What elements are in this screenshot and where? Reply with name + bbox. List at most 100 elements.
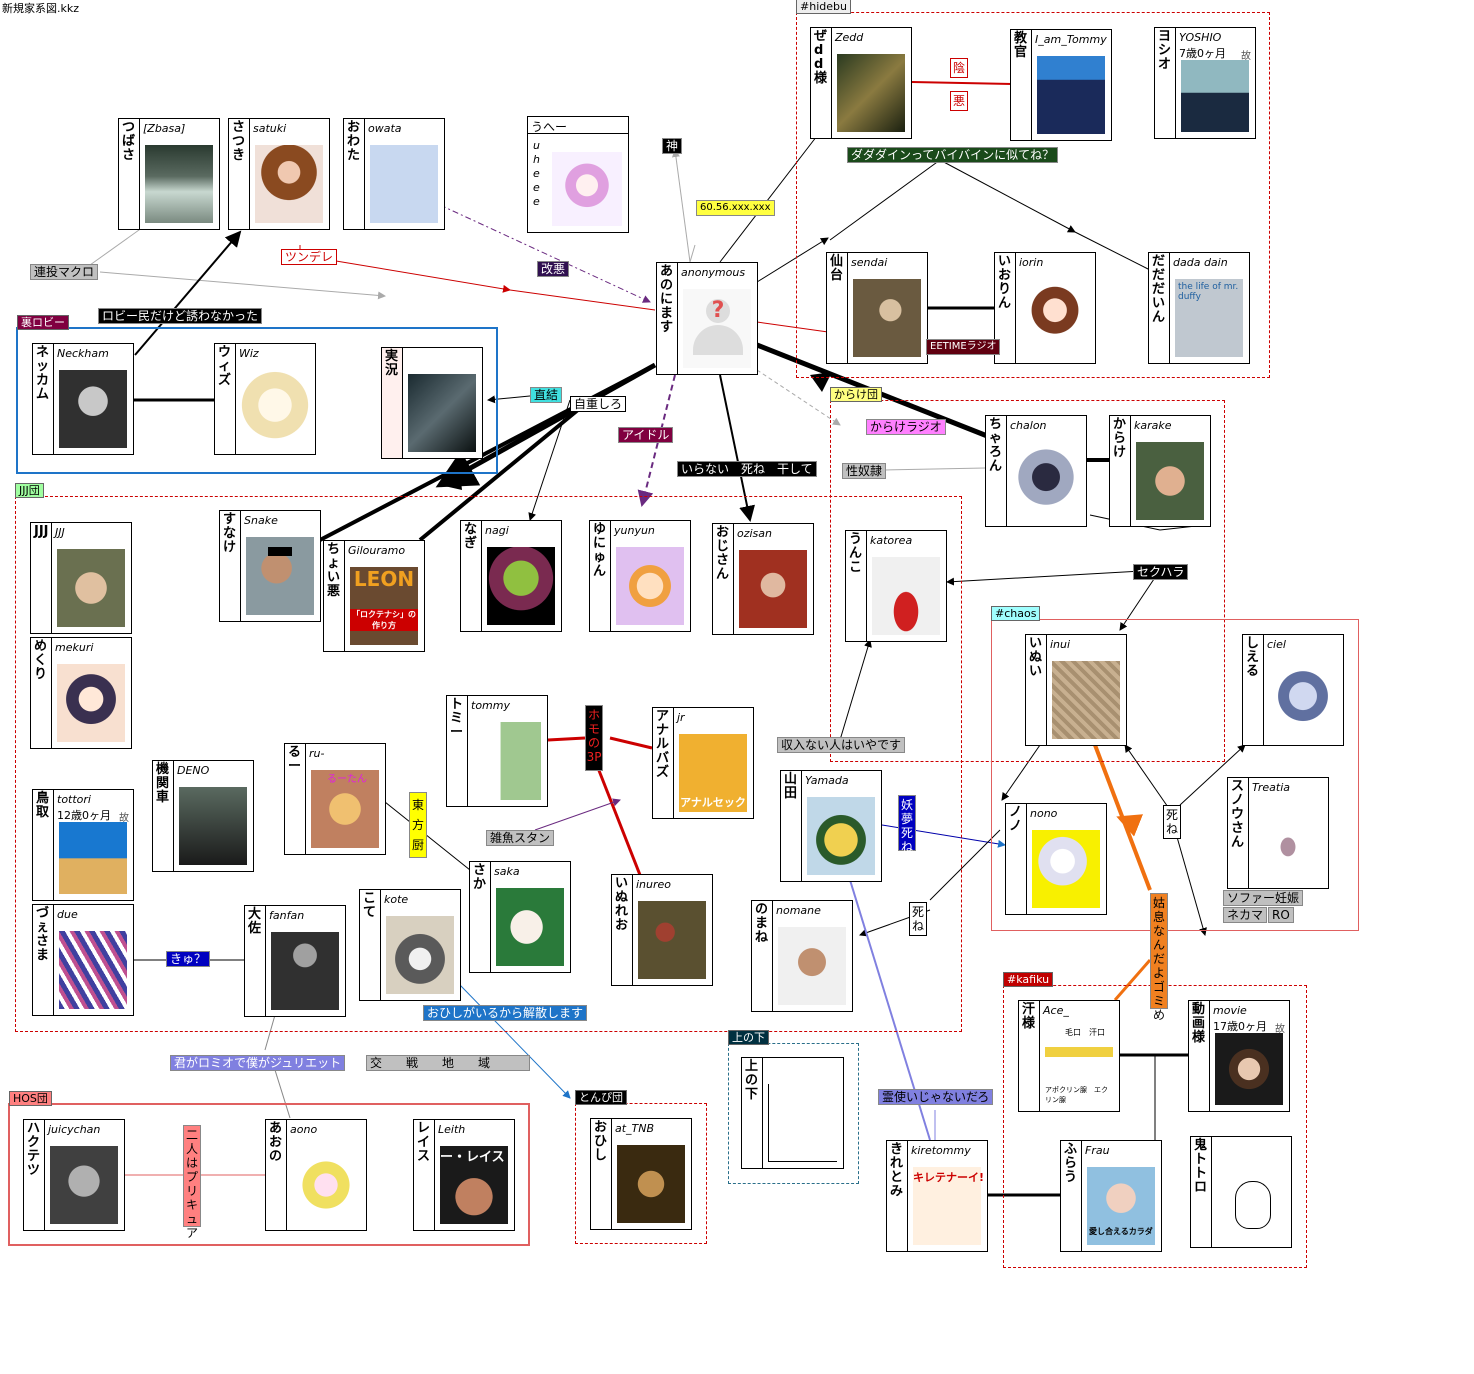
person-handle: chalon (1010, 419, 1047, 432)
group-chaos: #chaos (991, 606, 1359, 931)
person-card-jikkyo[interactable]: 実況 (381, 347, 483, 459)
person-card-uenoshita[interactable]: 上の下 (741, 1057, 844, 1169)
person-handle: satuki (253, 122, 287, 135)
comic-face-image: キレテナーイ! (913, 1167, 985, 1245)
person-card-kiretommy[interactable]: きれとみ kiretommy キレテナーイ! (886, 1140, 988, 1252)
person-card-frau[interactable]: ふらう Frau 愛し合えるカラダ (1060, 1140, 1162, 1252)
person-card-wiz[interactable]: ウィズ Wiz (214, 343, 316, 455)
person-card-aono[interactable]: あおの aono (265, 1119, 367, 1231)
label-kyu: きゅ？ (166, 951, 211, 967)
person-card-yamada[interactable]: 山田 Yamada (780, 770, 882, 882)
person-card-ozisan[interactable]: おじさん ozisan (712, 523, 814, 635)
person-card-dadadain[interactable]: だだだいん dada dain the life of mr. duffy (1148, 252, 1250, 364)
person-card-saka[interactable]: さか saka (469, 861, 571, 973)
anime-girl-image (616, 547, 684, 625)
person-card-due[interactable]: づぇさま due (32, 904, 134, 1016)
label-precure: 二人はプリキュア (183, 1125, 201, 1240)
person-card-nomane[interactable]: のまね nomane (751, 900, 853, 1012)
image-caption: キレテナーイ! (913, 1171, 985, 1184)
person-card-katorea[interactable]: うんこ katorea (845, 530, 947, 642)
person-card-yoshio[interactable]: ヨシオ YOSHIO 7歳0ヶ月 故 (1154, 27, 1256, 139)
anime-girl-image (1021, 279, 1089, 357)
person-handle: JJJ (55, 526, 65, 539)
person-card-kyokan[interactable]: 教官 I_am_Tommy (1010, 29, 1112, 141)
person-card-kote[interactable]: こて kote (359, 889, 461, 1001)
noh-mask-image (496, 888, 564, 966)
group-tag: 裏ロビー (17, 315, 69, 330)
person-age: 7歳0ヶ月 (1179, 47, 1226, 60)
person-handle: tottori (57, 793, 91, 806)
person-card-nono[interactable]: ノノ nono (1005, 803, 1107, 915)
person-card-iorin[interactable]: いおりん iorin (994, 252, 1096, 364)
person-name: ゆにゅん (593, 522, 607, 579)
person-name: 教官 (1014, 31, 1028, 60)
person-card-inureo[interactable]: いぬれお inureo (611, 874, 713, 986)
person-card-tommy[interactable]: トミー tommy (446, 695, 548, 807)
person-card-chalon[interactable]: ちゃろん chalon (985, 415, 1087, 527)
locomotive-image (179, 787, 247, 865)
person-card-yunyun[interactable]: ゆにゅん yunyun (589, 520, 691, 632)
person-handle: inui (1050, 638, 1071, 651)
person-age: 17歳0ヶ月 (1213, 1020, 1267, 1033)
person-card-mekuri[interactable]: めくり mekuri (30, 637, 132, 749)
person-card-jr[interactable]: アナルバズ jr アナルセック (652, 707, 754, 819)
person-card-karake[interactable]: からけ karake (1109, 415, 1211, 527)
person-card-nagi[interactable]: なぎ nagi (460, 520, 562, 632)
man-photo-censored (246, 537, 314, 615)
person-card-owata[interactable]: おわた owata (343, 118, 445, 230)
person-name: しえる (1246, 636, 1260, 679)
person-handle: Treatia (1252, 781, 1291, 794)
person-card-sendai[interactable]: 仙台 sendai (826, 252, 928, 364)
label-kousen: 交 戦 地 域 (366, 1055, 530, 1071)
ghost-cartoon-image: アナルセック (679, 734, 747, 812)
person-card-neckham[interactable]: ネッカム Neckham (32, 343, 134, 455)
person-card-movie[interactable]: 動画様 movie 17歳0ヶ月 故 (1188, 1000, 1290, 1112)
person-card-ace[interactable]: 汗様 Ace_ 毛口 汗口 アポクリン腺 エクリン腺 (1018, 1000, 1120, 1112)
label-dadadain: ダダダインってバイバインに似てね？ (847, 147, 1059, 163)
person-handle: Ace_ (1043, 1004, 1069, 1017)
label-shine2: 死ね (1163, 805, 1181, 839)
label-ohishi: おひしがいるから解散します (423, 1005, 588, 1021)
person-card-leith[interactable]: レイス Leith ー・レイス (413, 1119, 515, 1231)
person-name: づぇさま (36, 906, 50, 963)
person-card-inui[interactable]: いぬい inui (1025, 634, 1127, 746)
person-card-fanfan[interactable]: 大佐 fanfan (244, 905, 346, 1017)
group-tag: JJJ団 (15, 483, 44, 498)
person-card-onitotoro[interactable]: 鬼トトロ (1190, 1136, 1292, 1248)
person-name: 仙台 (830, 254, 844, 283)
label-kosoku: 姑息なんだよゴミめ (1150, 893, 1168, 1022)
person-handle: anonymous (681, 266, 746, 279)
person-card-juicychan[interactable]: ハクテツ juicychan (23, 1119, 125, 1231)
person-card-gilouramo[interactable]: ちょい悪 Gilouramo LEON 「ロクテナシ」の作り方 (323, 540, 425, 652)
person-card-at-tnb[interactable]: おひし at_TNB (590, 1118, 692, 1230)
person-card-tottori[interactable]: 鳥取 tottori 12歳0ヶ月 故 (32, 789, 134, 901)
group-karake: からけ団 (830, 387, 1225, 762)
plush-toy-photo (617, 1145, 685, 1223)
person-card-zedd[interactable]: ぜdd様 Zedd (810, 27, 912, 139)
person-card-ciel[interactable]: しえる ciel (1242, 634, 1344, 746)
person-card-uhe[interactable]: うへー uheee (527, 116, 629, 233)
person-card-anonymous[interactable]: あのにます anonymous ? (656, 262, 758, 375)
anime-girl-image (552, 152, 622, 226)
person-card-treatia[interactable]: スノウさん Treatia (1227, 777, 1329, 889)
person-handle: sendai (851, 256, 888, 269)
image-caption: ー・レイス (440, 1150, 505, 1165)
person-card-snake[interactable]: すなけ Snake (219, 510, 321, 622)
image-caption: 愛し合えるカラダ (1089, 1227, 1153, 1236)
plush-rabbit-image (57, 549, 125, 627)
person-name: おわた (347, 120, 361, 163)
cushion-ornament-image (872, 557, 940, 635)
person-card-deno[interactable]: 機関車 DENO (152, 760, 254, 872)
officer-portrait-bw (271, 932, 339, 1010)
book-title: the life of mr. duffy (1178, 282, 1239, 302)
person-card-ru[interactable]: るー ru- るーたん (284, 743, 386, 855)
old-man-photo (739, 550, 807, 628)
person-name: さつき (232, 120, 246, 163)
person-card-tsubasa[interactable]: つばさ [Zbasa] (118, 118, 220, 230)
person-card-satsuki[interactable]: さつき satuki (228, 118, 330, 230)
person-card-jjj[interactable]: JJJ JJJ (30, 522, 132, 634)
robot-figure-image (1012, 442, 1080, 520)
person-handle: mekuri (55, 641, 94, 654)
person-name: きれとみ (890, 1142, 904, 1199)
